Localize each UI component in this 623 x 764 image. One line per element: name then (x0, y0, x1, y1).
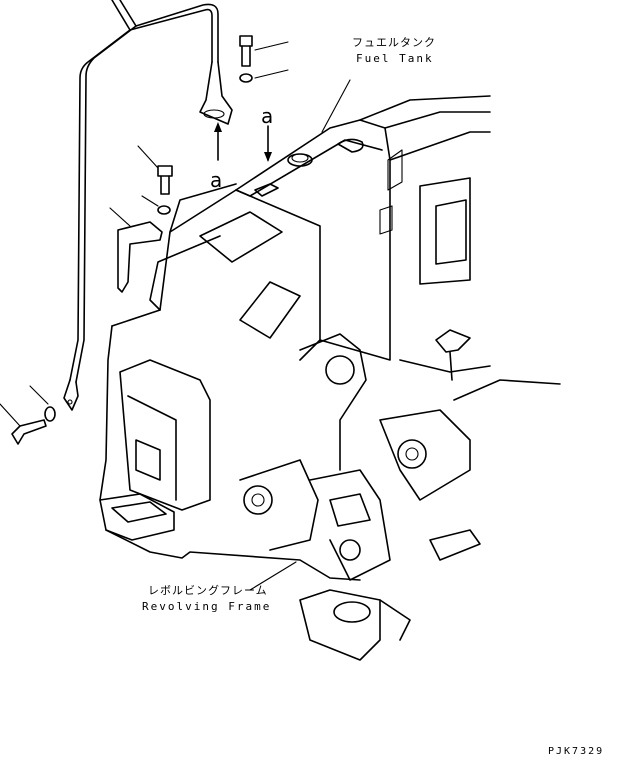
revolving-frame (99, 183, 561, 661)
view-marker-a-top: a (261, 104, 275, 128)
arrow-a-top (214, 122, 222, 161)
drawing-code: PJK7329 (548, 746, 605, 757)
bolt-middle (137, 145, 173, 215)
fuel-tank-label-jp: フュエルタンク (352, 36, 436, 49)
handrail (63, 0, 233, 411)
arrow-a-right (264, 125, 272, 162)
bracket (109, 207, 163, 293)
frame-label-jp: レボルビングフレーム (148, 584, 268, 597)
fuel-tank (235, 95, 491, 381)
fuel-tank-label-en: Fuel Tank (356, 52, 434, 65)
view-marker-a-left: a (210, 168, 224, 192)
frame-label-en: Revolving Frame (142, 600, 272, 613)
leader-lines (249, 79, 351, 591)
bolt-lower (0, 385, 56, 445)
bolt-top (239, 35, 289, 83)
